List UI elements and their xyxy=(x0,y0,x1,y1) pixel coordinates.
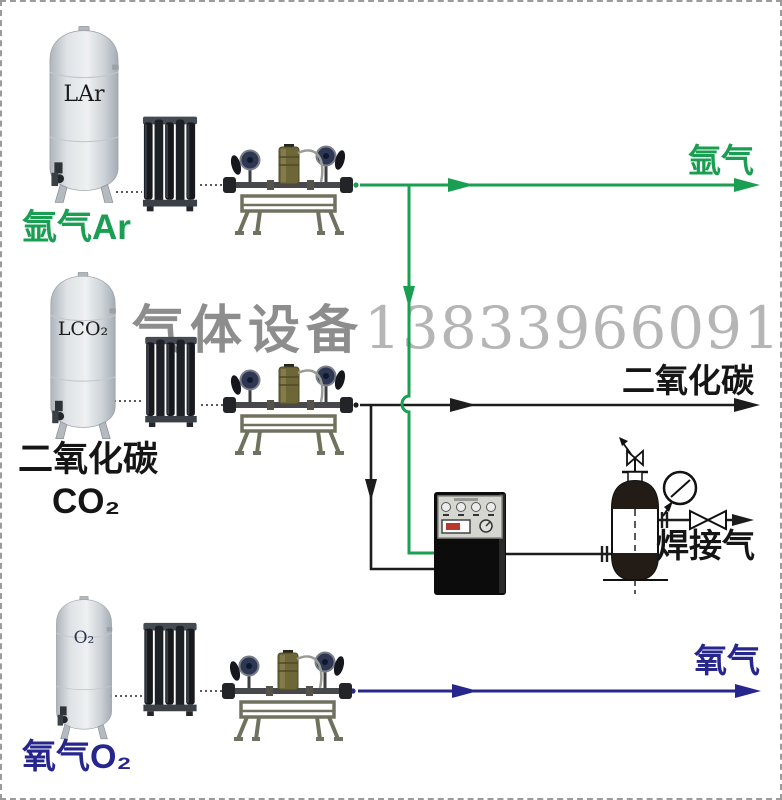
gas-mixer-cabinet xyxy=(434,492,506,595)
safety-relief-valve xyxy=(619,437,644,472)
co2-storage-tank xyxy=(50,272,117,440)
co2-tank-caption-line1: 二氧化碳 xyxy=(18,440,159,479)
oxygen-regulator-manifold xyxy=(222,650,352,742)
welding-line-arrow xyxy=(732,514,754,526)
gas-buffer-tank xyxy=(603,437,668,594)
argon-tank-label: LAr xyxy=(63,82,105,107)
shutoff-valve xyxy=(689,509,727,531)
welding-gas-output-label: 焊接气 xyxy=(656,527,755,564)
oxygen-vaporizer xyxy=(143,622,197,716)
argon-tank-caption: 氩气Ar xyxy=(22,208,131,247)
co2-regulator-manifold xyxy=(223,364,353,456)
oxygen-tank-label: O₂ xyxy=(73,628,95,648)
argon-storage-tank xyxy=(49,26,120,203)
watermark: 气体设备13833966091 xyxy=(132,294,781,376)
argon-regulator-manifold xyxy=(223,144,353,236)
argon-output-label: 氩气 xyxy=(688,142,754,179)
co2-tank-caption-line2: CO₂ xyxy=(52,482,121,521)
argon-pipeline xyxy=(360,183,750,555)
co2-pipeline-arrows xyxy=(353,398,760,501)
oxygen-tank-caption: 氧气O₂ xyxy=(22,738,132,776)
co2-output-label: 二氧化碳 xyxy=(622,362,754,399)
co2-vaporizer xyxy=(145,336,197,427)
argon-pipeline-arrows xyxy=(353,178,760,308)
oxygen-output-label: 氧气 xyxy=(694,642,760,679)
co2-tank-label: LCO₂ xyxy=(57,318,109,340)
pressure-gauge xyxy=(662,470,698,517)
argon-vaporizer xyxy=(142,116,198,212)
co2-pipeline xyxy=(360,403,750,571)
mixer-knobs xyxy=(441,502,496,512)
watermark-phone-number: 13833966091 xyxy=(364,294,781,362)
oxygen-storage-tank xyxy=(55,596,113,740)
